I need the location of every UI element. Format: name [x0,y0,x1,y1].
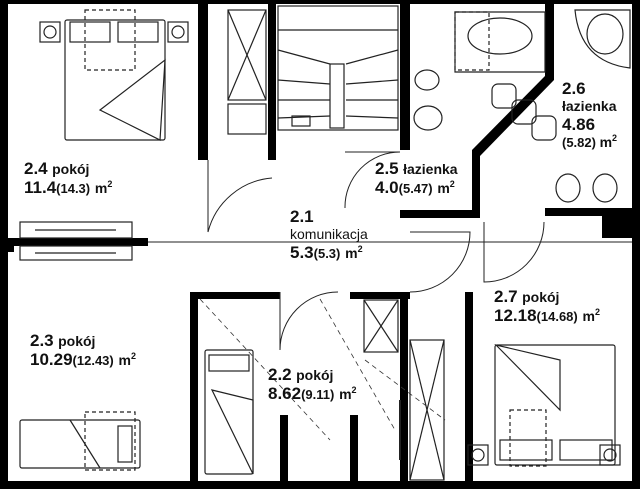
room-name: pokój [296,367,334,383]
room-area: 8.62(9.11) m2 [268,383,357,403]
room-number: 2.5 [375,159,399,178]
room-area: 4.0(5.47) m2 [375,177,455,197]
room-area: 5.3(5.3) m2 [290,242,363,262]
room-label-2-4: 2.4 pokój 11.4(14.3) m2 [24,160,112,198]
room-area: 4.86 [562,114,596,134]
room-area: 12.18(14.68) m2 [494,305,600,325]
room-label-2-6: 2.6 łazienka 4.86 (5.82) m2 [562,80,617,152]
room-name: pokój [58,333,96,349]
furniture [19,5,631,481]
dashed-lines [199,298,446,441]
room-name: pokój [52,161,90,177]
room-number: 2.3 [30,331,54,350]
room-label-2-2: 2.2 pokój 8.62(9.11) m2 [268,366,357,404]
room-number: 2.7 [494,287,518,306]
room-label-2-7: 2.7 pokój 12.18(14.68) m2 [494,288,600,326]
room-number: 2.6 [562,79,586,98]
room-name: łazienka [562,97,617,114]
door-swings [148,151,632,460]
room-number: 2.4 [24,159,48,178]
room-area: 10.29(12.43) m2 [30,349,136,369]
room-area: 11.4(14.3) m2 [24,177,113,197]
room-name: łazienka [403,161,458,177]
room-label-2-3: 2.3 pokój 10.29(12.43) m2 [30,332,136,370]
room-label-2-1: 2.1 komunikacja 5.3(5.3) m2 [290,208,368,262]
room-number: 2.1 [290,207,314,226]
room-name: komunikacja [290,225,368,242]
room-label-2-5: 2.5 łazienka 4.0(5.47) m2 [375,160,458,198]
room-name: pokój [522,289,560,305]
room-number: 2.2 [268,365,292,384]
room-area-gross: (5.82) m2 [562,133,618,151]
